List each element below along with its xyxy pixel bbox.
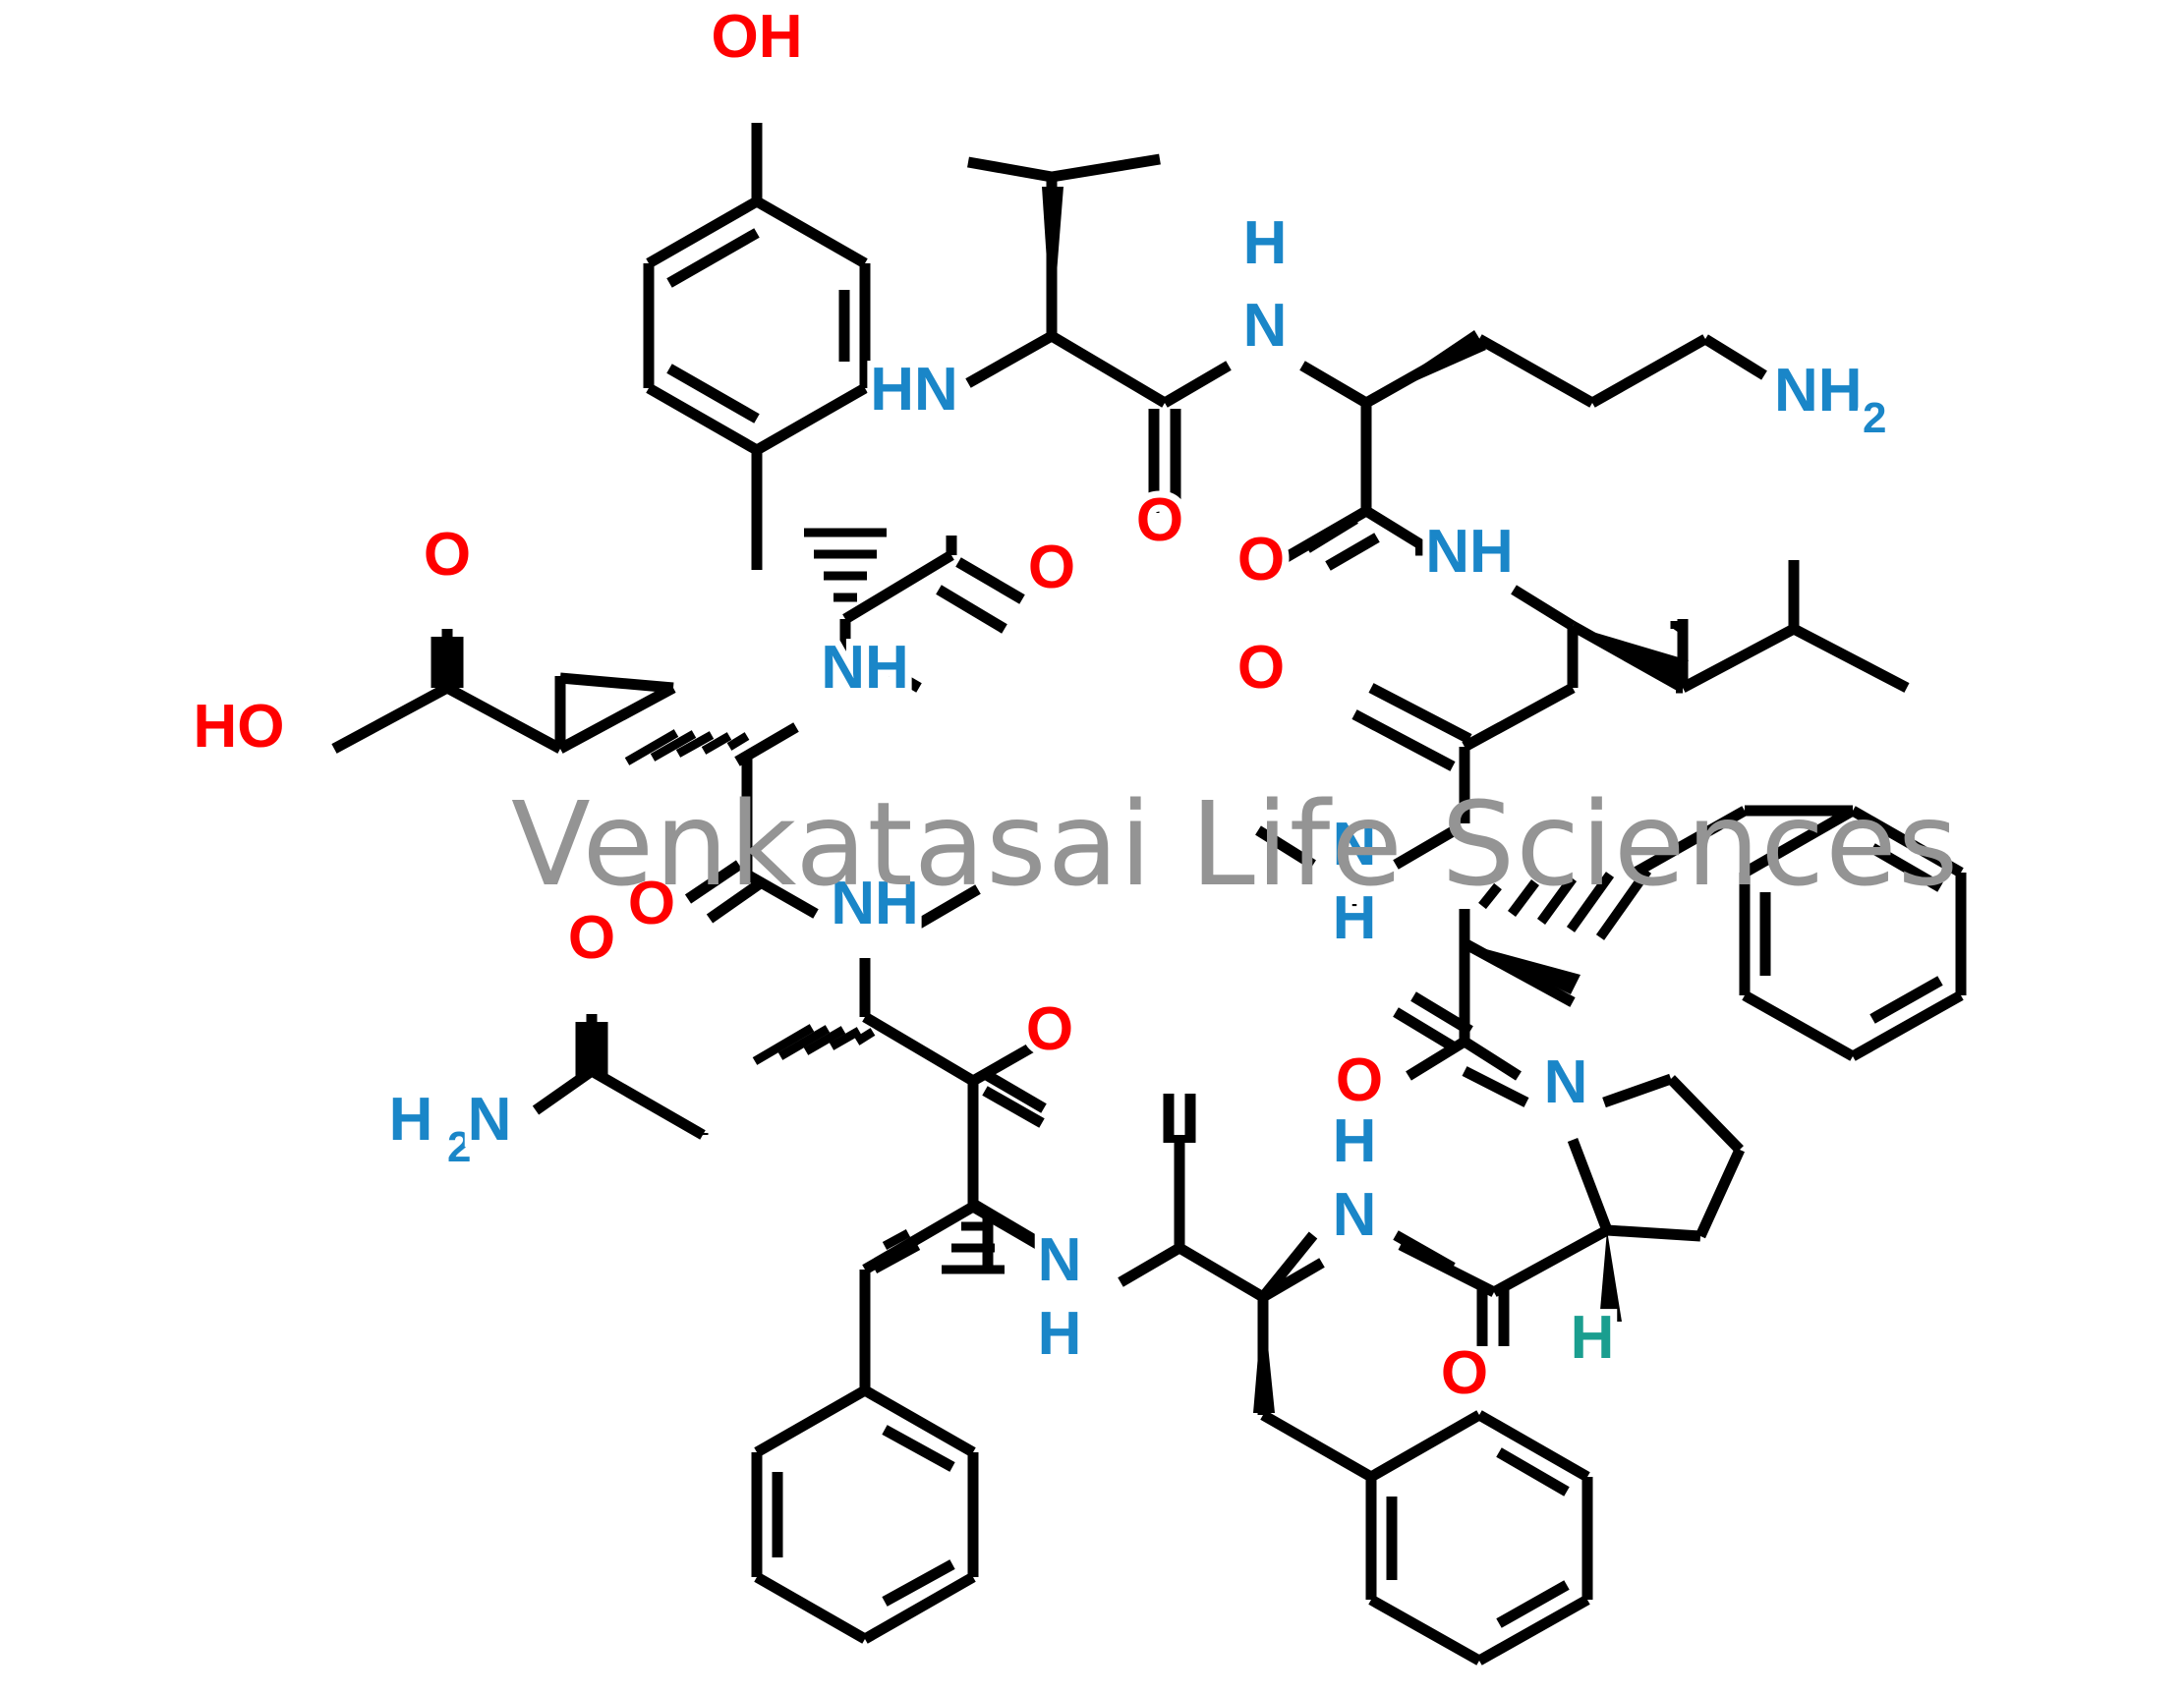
asn-nh2-h2-label: H (389, 1086, 433, 1154)
phe-left-hash (942, 1221, 1005, 1274)
glutamic-acid-residue (331, 629, 819, 924)
tyr-c-o-halo: O (1028, 534, 1075, 601)
phe1-h-halo: H (1333, 884, 1377, 952)
leucine-residue (1351, 560, 1910, 823)
orn-nh2-sub-label: 2 (1863, 394, 1886, 442)
phe3-h-halo: H (1333, 1107, 1377, 1175)
phe1-c-o-halo: O (1336, 1046, 1383, 1114)
val-c-o-halo: O (1136, 486, 1183, 554)
asn-nh-label: NH (831, 870, 919, 937)
phenylalanine-center (1118, 1094, 1593, 1666)
val-hn-halo: HN (870, 356, 958, 424)
asn-nh2-sub-label: 2 (447, 1123, 471, 1171)
phe3-n-halo: N (1333, 1181, 1377, 1249)
phenylalanine-left (751, 1202, 1084, 1644)
asn-hash (752, 1024, 876, 1065)
asn-c-o-label: O (1026, 995, 1073, 1063)
glu-ho-halo: HO (194, 693, 285, 761)
orn-n-halo: N (1243, 292, 1288, 360)
pro-c-o-halo: O (1441, 1339, 1488, 1407)
glu-c-o-halo: O (628, 870, 675, 937)
orn-h-label: H (1243, 209, 1288, 277)
asn-side-o-label: O (568, 904, 615, 972)
tyrosine-backbone (734, 536, 1025, 766)
asn-nh2-n-halo: N (468, 1086, 512, 1154)
nitrogen-connectors (862, 651, 1529, 1301)
asn-nh2-n-label: N (468, 1086, 512, 1154)
asn-side-o-halo: O (568, 904, 615, 972)
stereo-wedge-bonds (1042, 187, 1689, 1413)
phe1-h-label: H (1333, 884, 1377, 952)
val-hn-label: HN (870, 356, 958, 424)
orn-nh2-halo: NH (1774, 357, 1863, 424)
glu-c-o-label: O (628, 870, 675, 937)
orn-nh2-sub-halo: 2 (1863, 394, 1886, 442)
phe-bl-hash (872, 1229, 921, 1273)
watermark-text: Venkatasai Life Sciences (511, 776, 1959, 912)
glu-hash (624, 729, 750, 765)
pro-n-label: N (1544, 1048, 1588, 1116)
glu-o-label: O (424, 521, 471, 589)
phe2-h-label: H (1038, 1300, 1082, 1368)
phe3-h-label: H (1333, 1107, 1377, 1175)
pro-n-halo: N (1544, 1048, 1588, 1116)
ornithine-residue (1270, 334, 1767, 571)
phe-right-backbone (1393, 909, 1576, 1081)
asn-nh-halo: NH (831, 870, 919, 937)
leu-c-o-halo: O (1237, 634, 1285, 702)
orn-c-o-halo: O (1237, 526, 1285, 593)
orn-nh2-label: NH (1774, 357, 1863, 424)
phenylalanine-right (1629, 805, 1967, 1061)
orn-c-o-label: O (1237, 526, 1285, 593)
glu-ho-label: HO (194, 693, 285, 761)
asn-c-o-halo: O (1026, 995, 1073, 1063)
phe1-c-o-label: O (1336, 1046, 1383, 1114)
val-c-o-label: O (1136, 486, 1183, 554)
asn-nh2-h2-halo: H (389, 1086, 433, 1154)
tyrosine-phenol-ring (643, 123, 871, 570)
tyr-oh-label: OH (712, 3, 803, 71)
tyr-hash (804, 528, 887, 602)
leu-nh-halo: NH (1425, 518, 1514, 586)
bond-network (331, 123, 1967, 1666)
phe-right-hash (1478, 868, 1652, 940)
phe1-n-halo: N (1333, 811, 1377, 878)
stereo-hash-bonds (624, 528, 1652, 1274)
glu-o-halo: O (424, 521, 471, 589)
phe2-h-halo: H (1038, 1300, 1082, 1368)
tyr-oh-halo: OH (712, 3, 803, 71)
orn-h-halo: H (1243, 209, 1288, 277)
pro-h-label: H (1571, 1304, 1615, 1372)
tyr-nh-label: NH (821, 634, 909, 702)
phe3-n-label: N (1333, 1181, 1377, 1249)
phe2-n-halo: N (1038, 1226, 1082, 1294)
pro-h-halo: H (1571, 1304, 1615, 1372)
orn-n-label: N (1243, 292, 1288, 360)
tyr-c-o-label: O (1028, 534, 1075, 601)
tyr-nh-halo: NH (821, 634, 909, 702)
phe1-n-label: N (1333, 811, 1377, 878)
phe2-n-label: N (1038, 1226, 1082, 1294)
leu-c-o-label: O (1237, 634, 1285, 702)
pro-c-o-label: O (1441, 1339, 1488, 1407)
leu-nh-label: NH (1425, 518, 1514, 586)
